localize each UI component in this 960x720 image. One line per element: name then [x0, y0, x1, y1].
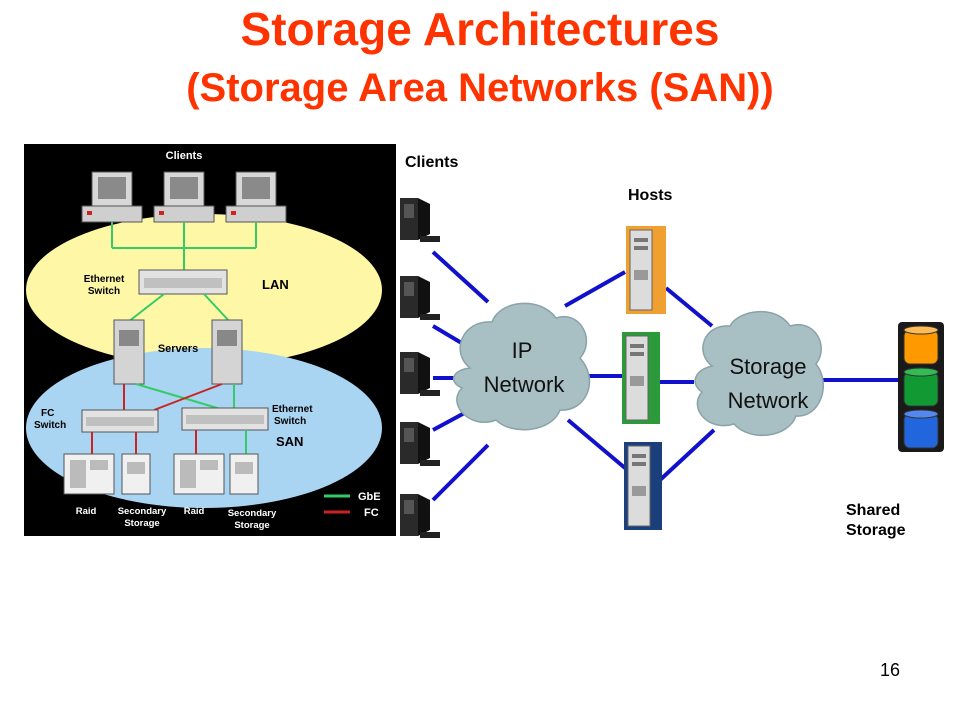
servers-label: Servers	[158, 343, 198, 355]
shared-storage-label-line2: Storage	[846, 522, 906, 539]
ip-network-label-line2: Network	[484, 372, 566, 397]
host-storage-links	[658, 286, 716, 482]
raid2-label: Raid	[184, 506, 205, 517]
fc-switch	[81, 409, 159, 433]
lan-ethernet-switch	[138, 269, 228, 295]
server-2	[211, 319, 243, 385]
storage-links	[91, 430, 247, 454]
client-workstation-4	[400, 422, 440, 466]
ethernet-switch-label-line2: Switch	[88, 286, 120, 297]
fc-switch-label-line1: FC	[41, 408, 54, 419]
legend-fc-label: FC	[364, 507, 379, 519]
host-server-2	[622, 332, 660, 424]
ip-network-cloud	[452, 302, 591, 431]
shared-storage-array	[898, 322, 944, 452]
client-computer-3	[225, 171, 287, 223]
secondary2-label-line2: Storage	[234, 520, 269, 531]
ethernet-switch2-label-line1: Ethernet	[272, 404, 313, 415]
gbe-client-links	[111, 222, 257, 270]
slide-subtitle: (Storage Area Networks (SAN))	[186, 66, 774, 110]
secondary2-label-line1: Secondary	[228, 508, 277, 519]
raid1-label: Raid	[76, 506, 97, 517]
client-computer-2	[153, 171, 215, 223]
san-ethernet-switch	[181, 407, 269, 431]
clients-label: Clients	[405, 154, 459, 171]
ip-network-label-line1: IP	[512, 338, 533, 363]
legend-gbe-label: GbE	[358, 491, 381, 503]
client-workstation-1	[400, 198, 440, 242]
client-workstation-2	[400, 276, 440, 320]
fc-switch-label-line2: Switch	[34, 420, 66, 431]
client-workstation-5	[400, 494, 440, 538]
ethernet-switch2-label-line2: Switch	[274, 416, 306, 427]
storage-network-label-line2: Network	[728, 388, 810, 413]
server-1	[113, 319, 145, 385]
storage-network-cloud	[694, 311, 825, 437]
secondary1-label-line2: Storage	[124, 518, 159, 529]
raid-2	[173, 453, 225, 495]
host-server-3	[624, 442, 662, 530]
hosts-label: Hosts	[628, 187, 673, 204]
legend: GbE FC	[324, 491, 381, 519]
lan-label: LAN	[262, 277, 289, 292]
ethernet-switch-label-line1: Ethernet	[84, 274, 125, 285]
secondary-storage-2	[229, 453, 259, 495]
raid-1	[63, 453, 115, 495]
server-switch-links	[123, 383, 235, 411]
secondary-storage-1	[121, 453, 151, 495]
clients-label: Clients	[166, 150, 203, 162]
host-server-1	[626, 226, 666, 314]
shared-storage-label-line1: Shared	[846, 502, 901, 519]
storage-network-label-line1: Storage	[729, 354, 806, 379]
client-workstation-3	[400, 352, 440, 396]
gbe-server-links	[127, 293, 231, 323]
slide-title: Storage Architectures	[240, 3, 720, 55]
slide-number: 16	[879, 660, 901, 680]
secondary1-label-line1: Secondary	[118, 506, 167, 517]
san-label: SAN	[276, 434, 303, 449]
lan-san-diagram: Clients Ethernet Switch LAN	[24, 144, 396, 536]
